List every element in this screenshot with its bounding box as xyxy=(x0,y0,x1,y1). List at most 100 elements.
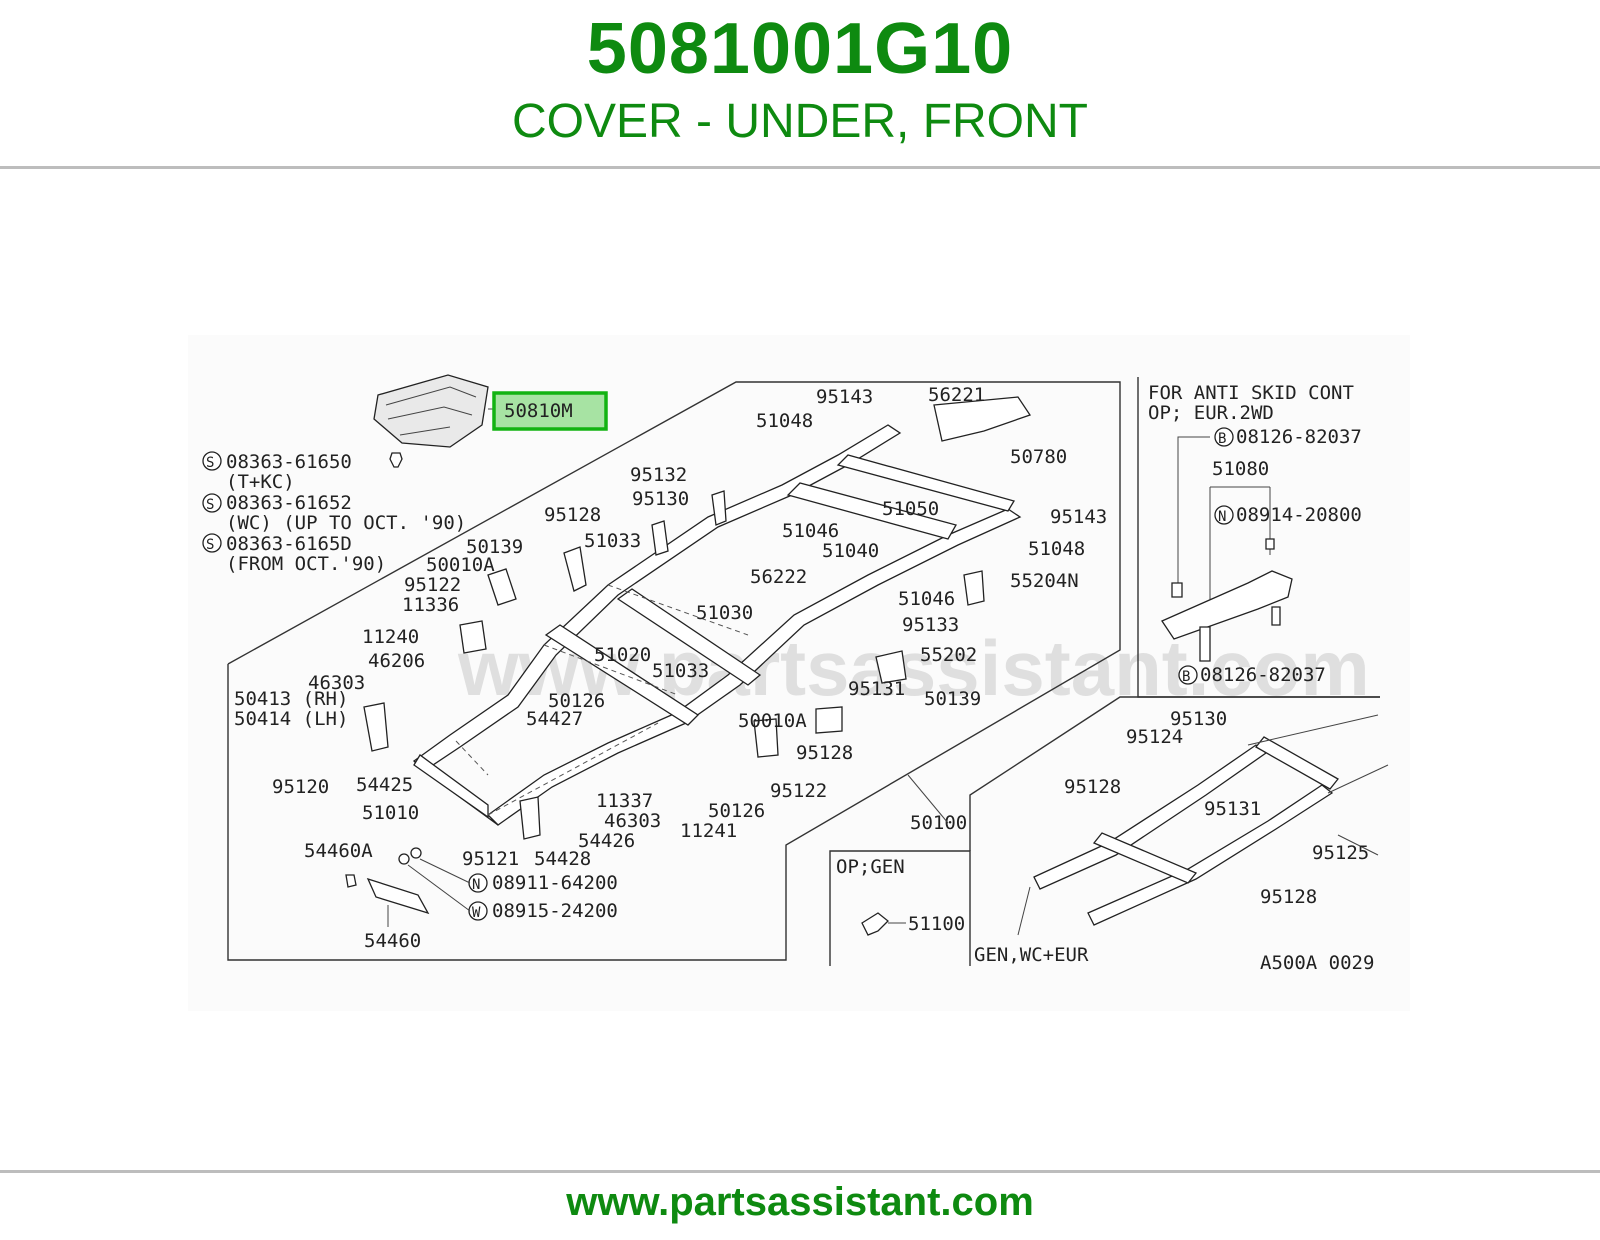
detail-label-95125: 95125 xyxy=(1312,842,1369,864)
nut-circle-letter: N xyxy=(472,877,480,893)
anti-skid-circle-b2 xyxy=(1178,665,1198,685)
screw-circle-1 xyxy=(202,451,222,471)
bolt-54460A xyxy=(345,874,357,888)
anti-skid-bolt-2 xyxy=(1171,582,1183,598)
screw-note-text-2: (WC) (UP TO OCT. '90) xyxy=(226,512,466,534)
label-95122: 95122 xyxy=(404,574,461,596)
label-51048: 51048 xyxy=(756,410,813,432)
bracket-55204N xyxy=(963,570,985,606)
part-number-title: 5081001G10 xyxy=(586,9,1014,89)
gen-bracket-51100 xyxy=(861,912,889,936)
detail-label-95128b: 95128 xyxy=(1260,886,1317,908)
highlight-box-50810M[interactable] xyxy=(492,391,608,431)
footer-divider xyxy=(0,1170,1600,1173)
screw-number-3: 08363-6165D xyxy=(226,533,352,555)
screw-note-text-3: (FROM OCT.'90) xyxy=(226,553,386,575)
screw-circle-letter-2: S xyxy=(206,497,214,513)
label-51050: 51050 xyxy=(882,498,939,520)
screw-circle-letter-1: S xyxy=(206,455,214,471)
screw-circle-3 xyxy=(202,533,222,553)
bracket-95128b xyxy=(815,706,843,734)
label-95122b: 95122 xyxy=(770,780,827,802)
label-46206: 46206 xyxy=(368,650,425,672)
label-08915-24200: 08915-24200 xyxy=(492,900,618,922)
washer-icon xyxy=(398,853,410,865)
label-54425: 54425 xyxy=(356,774,413,796)
screw-circle-2 xyxy=(202,493,222,513)
label-51046: 51046 xyxy=(782,520,839,542)
main-frame-boundary xyxy=(227,381,1121,961)
page-header: 5081001G10 COVER - UNDER, FRONT xyxy=(0,0,1600,168)
anti-skid-circle-n xyxy=(1214,505,1234,525)
label-54427: 54427 xyxy=(526,708,583,730)
label-50100: 50100 xyxy=(910,812,967,834)
label-51046b: 51046 xyxy=(898,588,955,610)
bracket-95122 xyxy=(487,568,517,606)
label-95131: 95131 xyxy=(848,678,905,700)
detail-label-95131: 95131 xyxy=(1204,798,1261,820)
frame-detail: 95130 95124 95128 95131 95125 95128 GEN,… xyxy=(974,708,1389,966)
under-cover-ribs xyxy=(385,386,477,436)
washer-circle-letter: W xyxy=(472,905,481,921)
leader-50100 xyxy=(907,774,949,824)
anti-skid-label-1: 08126-82037 xyxy=(1236,426,1362,448)
label-50413-rh: 50413 (RH) xyxy=(234,688,348,710)
bracket-95130 xyxy=(651,520,669,556)
label-95128b: 95128 xyxy=(796,742,853,764)
screw-note-text-1: (T+KC) xyxy=(226,471,295,493)
anti-skid-title-1: FOR ANTI SKID CONT xyxy=(1148,382,1354,404)
anti-skid-bolt xyxy=(1271,606,1281,626)
label-51033b: 51033 xyxy=(652,660,709,682)
label-51033: 51033 xyxy=(584,530,641,552)
anti-skid-circle-b1 xyxy=(1214,427,1234,447)
label-51048b: 51048 xyxy=(1028,538,1085,560)
label-50126: 50126 xyxy=(548,690,605,712)
bracket-54460 xyxy=(366,877,430,915)
main-labels: 95143 56221 51048 50780 95132 95130 5105… xyxy=(234,384,1107,952)
label-50010Ab: 50010A xyxy=(738,710,807,732)
bracket-95121 xyxy=(519,796,541,840)
gen-label-51100: 51100 xyxy=(908,913,965,935)
anti-skid-bracket-51080 xyxy=(1161,570,1293,640)
gen-panel-title: OP;GEN xyxy=(836,856,905,878)
label-46303: 46303 xyxy=(308,672,365,694)
label-08911-64200: 08911-64200 xyxy=(492,872,618,894)
label-50139: 50139 xyxy=(466,536,523,558)
bracket-95120 xyxy=(363,702,389,752)
crossmember-51020 xyxy=(544,624,700,726)
screw-note-1: S 08363-61650 (T+KC) xyxy=(202,451,352,493)
fastener-leaders xyxy=(387,858,471,927)
parts-diagram-svg: www.partsassistant.com 50810M S 08363-61… xyxy=(202,374,1389,974)
detail-label-95130: 95130 xyxy=(1170,708,1227,730)
label-95143: 95143 xyxy=(816,386,873,408)
detail-label-95128: 95128 xyxy=(1064,776,1121,798)
label-95130: 95130 xyxy=(632,488,689,510)
label-55204N: 55204N xyxy=(1010,570,1079,592)
detail-cross-2 xyxy=(1255,736,1339,790)
label-50780: 50780 xyxy=(1010,446,1067,468)
label-54460A: 54460A xyxy=(304,840,373,862)
parts-diagram: www.partsassistant.com 50810M S 08363-61… xyxy=(188,335,1410,1011)
frame-hidden-lines xyxy=(455,584,749,816)
label-56222: 56222 xyxy=(750,566,807,588)
under-cover-part[interactable] xyxy=(373,374,489,448)
screw-note-2: S 08363-61652 (WC) (UP TO OCT. '90) xyxy=(202,492,466,534)
label-55202: 55202 xyxy=(920,644,977,666)
crossmember-51040 xyxy=(786,482,957,540)
crossmember-51050 xyxy=(836,454,1015,512)
detail-label-95124: 95124 xyxy=(1126,726,1183,748)
anti-skid-leaders xyxy=(1177,436,1271,635)
label-95132: 95132 xyxy=(630,464,687,486)
label-54460: 54460 xyxy=(364,930,421,952)
footer-website-link[interactable]: www.partsassistant.com xyxy=(566,1180,1034,1224)
part-name-subtitle: COVER - UNDER, FRONT xyxy=(512,95,1088,148)
label-51020: 51020 xyxy=(594,644,651,666)
detail-extra-lines xyxy=(1017,714,1389,936)
detail-rail-rear xyxy=(1087,784,1334,926)
label-50010A: 50010A xyxy=(426,554,495,576)
label-95128: 95128 xyxy=(544,504,601,526)
nut-icon xyxy=(410,847,422,859)
label-50810M: 50810M xyxy=(504,400,573,422)
label-54428: 54428 xyxy=(534,848,591,870)
anti-skid-circle-b2-letter: B xyxy=(1182,669,1190,685)
